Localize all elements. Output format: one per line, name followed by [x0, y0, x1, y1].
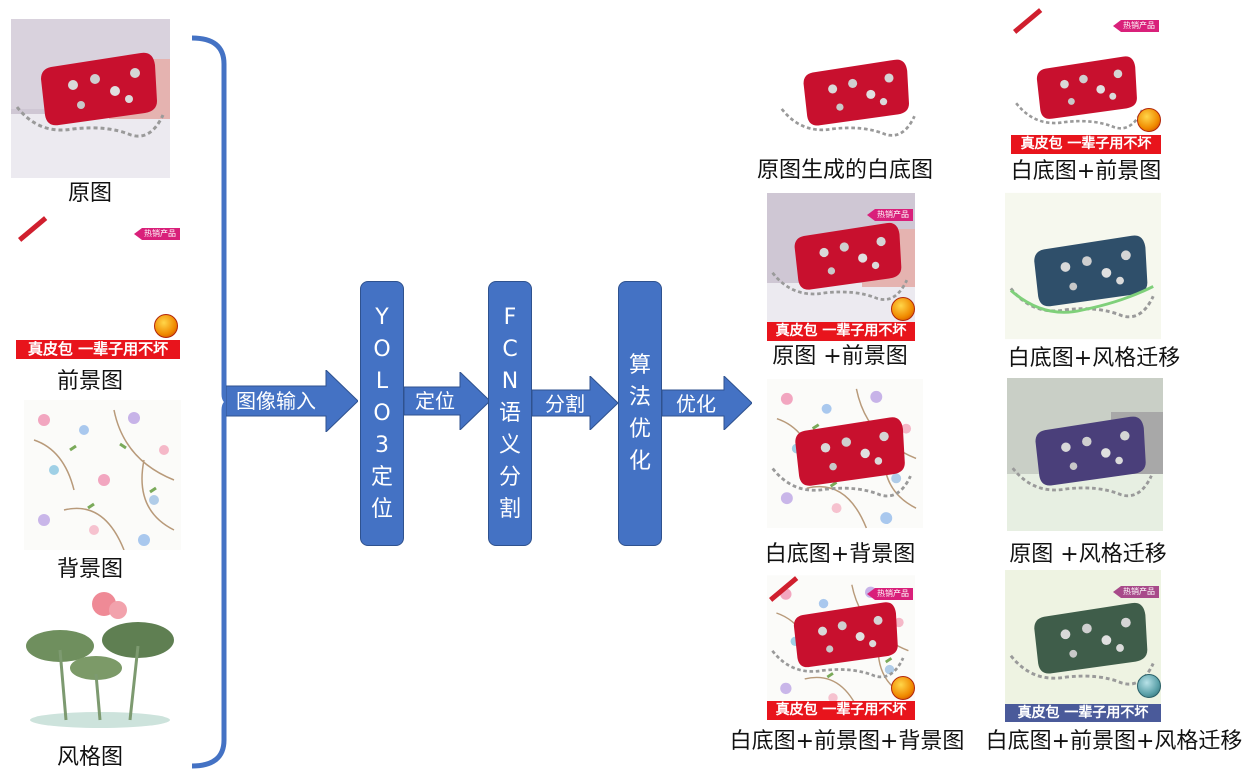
output-banner: 真皮包 一辈子用不坏	[767, 322, 915, 341]
output-label-2: 原图 +前景图	[772, 344, 908, 369]
original-label: 原图	[67, 181, 112, 206]
output-label-4: 白底图+前景图+背景图	[729, 729, 965, 754]
output-banner: 真皮包 一辈子用不坏	[1011, 135, 1161, 154]
fcn-label: FCN语义分割	[499, 304, 522, 522]
output-label-6: 白底图+风格迁移	[1007, 346, 1181, 371]
output-original-foreground: 热销产品 真皮包 一辈子用不坏	[767, 193, 915, 341]
foreground-banner: 真皮包 一辈子用不坏	[16, 340, 180, 359]
output-white-background	[767, 376, 923, 531]
segment-arrow	[532, 376, 618, 430]
foreground-image: 热销产品 真皮包 一辈子用不坏	[16, 212, 180, 362]
sale-badge-icon	[891, 297, 915, 321]
optimize-label: 算法优化	[629, 352, 652, 474]
output-label-3: 白底图+背景图	[764, 542, 916, 567]
hot-sale-tag: 热销产品	[867, 209, 913, 221]
sale-badge-icon	[891, 676, 915, 700]
optimize-arrow-label: 优化	[676, 392, 716, 416]
locate-arrow	[404, 372, 490, 430]
corner-ribbon	[18, 216, 48, 242]
output-white-foreground-background: 热销产品 真皮包 一辈子用不坏	[767, 572, 915, 720]
sale-badge-icon	[1137, 108, 1161, 132]
hot-sale-tag: 热销产品	[1113, 586, 1159, 598]
foreground-label: 前景图	[56, 369, 123, 394]
optimize-box: 算法优化	[618, 281, 662, 546]
fcn-box: FCN语义分割	[488, 281, 532, 546]
output-banner: 真皮包 一辈子用不坏	[1005, 704, 1161, 722]
output-white-foreground-style: 热销产品 真皮包 一辈子用不坏	[1005, 570, 1161, 722]
output-label-5: 白底图+前景图	[1010, 159, 1162, 184]
background-label: 背景图	[56, 557, 123, 582]
yolo3-label: YOLO3定位	[371, 304, 394, 522]
output-label-7: 原图 +风格迁移	[1009, 542, 1167, 567]
output-white-style	[1005, 191, 1161, 341]
sale-badge-icon	[154, 314, 178, 338]
input-bracket	[191, 35, 230, 769]
output-white-foreground: 热销产品 真皮包 一辈子用不坏	[1011, 4, 1161, 154]
locate-arrow-label: 定位	[415, 389, 455, 413]
style-image	[20, 590, 180, 740]
hot-sale-tag: 热销产品	[1113, 20, 1159, 32]
style-label: 风格图	[56, 745, 123, 770]
original-image	[11, 19, 170, 178]
sale-badge-icon	[1137, 674, 1161, 698]
input-arrow	[226, 370, 358, 432]
input-arrow-label: 图像输入	[236, 389, 316, 413]
yolo3-box: YOLO3定位	[360, 281, 404, 546]
optimize-arrow	[662, 376, 752, 430]
hot-sale-tag: 热销产品	[867, 588, 913, 600]
output-original-style	[1007, 378, 1163, 531]
segment-arrow-label: 分割	[545, 392, 585, 416]
output-label-8: 白底图+前景图+风格迁移	[985, 729, 1243, 754]
output-label-1: 原图生成的白底图	[756, 158, 933, 183]
output-banner: 真皮包 一辈子用不坏	[767, 701, 915, 720]
hot-sale-tag: 热销产品	[134, 228, 180, 240]
background-image	[24, 400, 181, 550]
output-white-bg	[774, 38, 924, 138]
